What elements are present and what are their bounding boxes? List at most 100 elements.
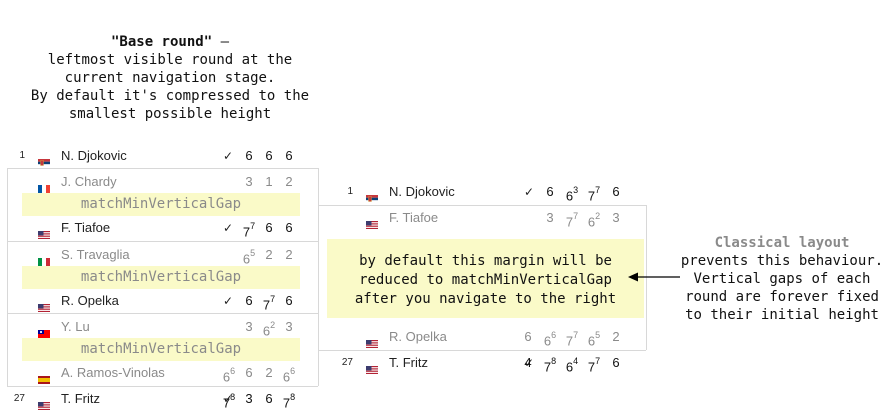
set-score: 6 xyxy=(609,352,623,374)
us-flag-icon xyxy=(366,359,378,374)
arrow-left-icon xyxy=(628,270,680,284)
games-won: 6 xyxy=(612,184,620,199)
set-score: 2 xyxy=(282,244,296,266)
caption-line: to their initial height xyxy=(685,307,879,323)
set-score: 77 xyxy=(242,217,256,243)
games-won: 6 xyxy=(245,365,253,380)
player-name: T. Fritz xyxy=(61,391,100,406)
games-won: 6 xyxy=(265,391,273,406)
games-won: 6 xyxy=(245,148,253,163)
set-score: 78 xyxy=(543,352,557,378)
set-score: 3 xyxy=(242,171,256,193)
classical-layout-title: Classical layout xyxy=(714,235,850,251)
games-won: 6 xyxy=(245,293,253,308)
set-score: 63 xyxy=(565,181,579,207)
note-line: by default this margin will be xyxy=(359,253,612,269)
games-won: 3 xyxy=(245,319,253,334)
base-round-title: "Base round" xyxy=(110,34,213,50)
connector-line xyxy=(318,205,646,206)
rs-flag-icon xyxy=(366,188,378,203)
min-vertical-gap-box: matchMinVerticalGap xyxy=(22,338,300,361)
set-score: 77 xyxy=(262,290,276,316)
set-score: 6 xyxy=(242,362,256,384)
games-won: 3 xyxy=(285,319,293,334)
games-won: 7 xyxy=(587,359,596,375)
set-score: 3 xyxy=(242,316,256,338)
min-vertical-gap-box: matchMinVerticalGap xyxy=(22,193,300,216)
winner-check-icon: ✓ xyxy=(524,185,535,199)
player-name: R. Opelka xyxy=(61,293,119,308)
player-name: N. Djokovic xyxy=(61,148,127,163)
set-score: 78 xyxy=(222,388,236,414)
connector-line xyxy=(7,168,318,169)
title-dash: – xyxy=(212,34,229,50)
games-won: 6 xyxy=(222,369,231,385)
games-won: 6 xyxy=(285,293,293,308)
connector-line xyxy=(318,168,319,386)
games-won: 6 xyxy=(587,333,596,349)
us-flag-icon xyxy=(366,333,378,348)
games-won: 7 xyxy=(262,297,271,313)
set-score: 77 xyxy=(587,181,601,207)
winner-check-icon: ✓ xyxy=(524,356,535,370)
caption-line: smallest possible height xyxy=(68,106,272,122)
set-score: 66 xyxy=(222,362,236,388)
set-score: 77 xyxy=(565,207,579,233)
games-won: 7 xyxy=(565,333,574,349)
set-score: 6 xyxy=(282,145,296,167)
tiebreak-score: 6 xyxy=(230,366,236,376)
games-won: 6 xyxy=(242,251,251,267)
set-score: 3 xyxy=(282,316,296,338)
player-name: N. Djokovic xyxy=(389,184,455,199)
games-won: 4 xyxy=(524,355,532,370)
player-name: J. Chardy xyxy=(61,174,117,189)
tiebreak-score: 8 xyxy=(230,392,236,402)
games-won: 6 xyxy=(262,323,271,339)
set-score: 78 xyxy=(282,388,296,414)
set-score: 66 xyxy=(543,326,557,352)
caption-line: By default it's compressed to the xyxy=(30,88,310,104)
set-score: 3 xyxy=(543,207,557,229)
games-won: 3 xyxy=(546,210,554,225)
games-won: 6 xyxy=(524,329,532,344)
winner-check-icon: ✓ xyxy=(223,294,234,308)
caption-line: leftmost visible round at the xyxy=(47,52,293,68)
games-won: 6 xyxy=(282,369,291,385)
games-won: 3 xyxy=(245,391,253,406)
games-won: 7 xyxy=(242,224,251,240)
player-name: F. Tiafoe xyxy=(61,220,111,235)
games-won: 2 xyxy=(265,365,273,380)
player-name: A. Ramos-Vinolas xyxy=(61,365,165,380)
tiebreak-score: 7 xyxy=(573,211,579,221)
us-flag-icon xyxy=(38,297,50,312)
min-vertical-gap-box: matchMinVerticalGap xyxy=(22,266,300,289)
set-score: 77 xyxy=(587,352,601,378)
games-won: 7 xyxy=(543,359,552,375)
it-flag-icon xyxy=(38,251,50,266)
set-score: 6 xyxy=(282,217,296,239)
player-name: R. Opelka xyxy=(389,329,447,344)
set-score: 65 xyxy=(587,326,601,352)
tiebreak-score: 8 xyxy=(551,356,557,366)
connector-line xyxy=(7,313,318,314)
set-score: 6 xyxy=(262,145,276,167)
tiebreak-score: 7 xyxy=(573,330,579,340)
tiebreak-score: 2 xyxy=(595,211,601,221)
set-score: 62 xyxy=(587,207,601,233)
seed-number: 27 xyxy=(341,357,353,368)
connector-line xyxy=(7,241,8,314)
set-score: 77 xyxy=(565,326,579,352)
tiebreak-score: 3 xyxy=(573,185,579,195)
set-score: 1 xyxy=(262,171,276,193)
games-won: 6 xyxy=(546,184,554,199)
player-name: Y. Lu xyxy=(61,319,90,334)
connector-line xyxy=(7,241,318,242)
tiebreak-score: 8 xyxy=(290,392,296,402)
